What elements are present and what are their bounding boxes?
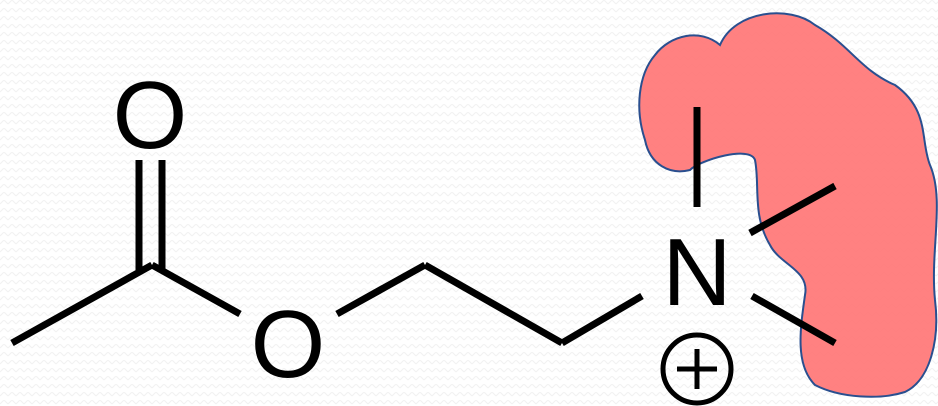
atom-carbonyl-oxygen: O	[113, 62, 188, 169]
bond-nitrogen-methyl-bottom	[750, 292, 837, 347]
bond-ch2-nitrogen	[560, 292, 644, 347]
atom-ester-oxygen: O	[251, 291, 326, 398]
positive-charge-icon	[660, 332, 734, 406]
bond-nitrogen-methyl-right	[748, 182, 837, 237]
bond-methyl-carbonyl	[10, 261, 154, 347]
bond-ch2-ch2	[423, 261, 564, 347]
bond-ester-oxygen-ch2	[335, 261, 427, 318]
bond-carbonyl-ester-oxygen	[150, 261, 242, 318]
highlight-blob	[638, 12, 938, 398]
atom-nitrogen: N	[662, 219, 731, 326]
